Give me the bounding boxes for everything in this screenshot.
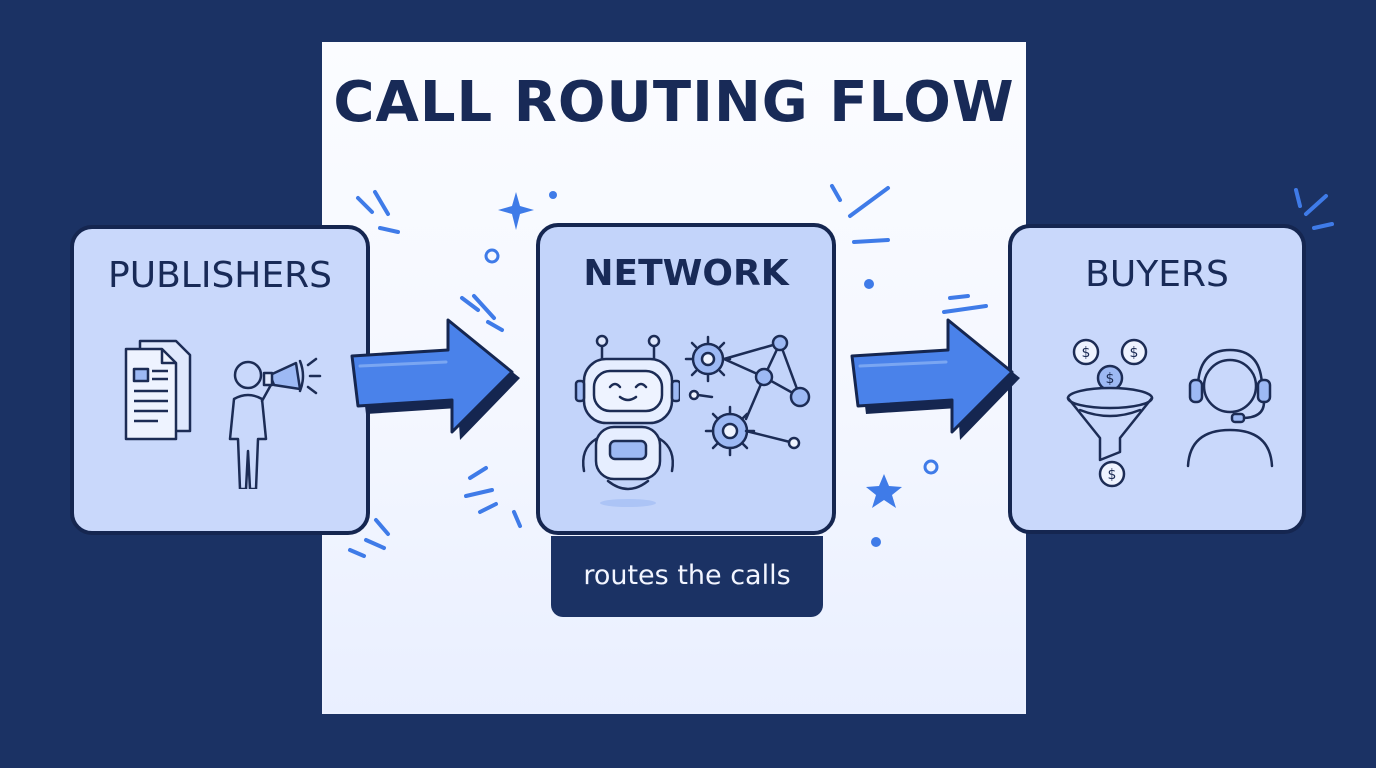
arrow-right-icon bbox=[350, 318, 520, 440]
gear-icon bbox=[704, 405, 756, 457]
star-icon bbox=[866, 474, 902, 508]
gears-icon bbox=[684, 334, 811, 457]
buyers-node: BUYERS $ $ $ $ bbox=[1008, 224, 1306, 534]
arrow-right-icon bbox=[850, 318, 1020, 440]
network-graph-icon bbox=[688, 334, 811, 450]
person-megaphone-icon bbox=[228, 357, 322, 489]
network-node: NETWORK bbox=[536, 223, 836, 535]
network-label: NETWORK bbox=[583, 253, 789, 294]
coins-funnel-icon: $ $ $ $ bbox=[1066, 338, 1154, 488]
publishers-label: PUBLISHERS bbox=[108, 255, 332, 296]
document-icon bbox=[124, 339, 192, 441]
robot-icon bbox=[574, 334, 680, 507]
svg-text:$: $ bbox=[1082, 345, 1091, 361]
svg-text:$: $ bbox=[1108, 467, 1117, 483]
buyers-label: BUYERS bbox=[1085, 254, 1229, 295]
svg-text:$: $ bbox=[1106, 371, 1115, 387]
sparkle-star-icon bbox=[498, 192, 534, 230]
publishers-node: PUBLISHERS bbox=[70, 225, 370, 535]
diagram-title: CALL ROUTING FLOW bbox=[333, 70, 1015, 135]
headset-agent-icon bbox=[1186, 348, 1274, 468]
network-caption: routes the calls bbox=[551, 536, 823, 617]
svg-text:$: $ bbox=[1130, 345, 1139, 361]
